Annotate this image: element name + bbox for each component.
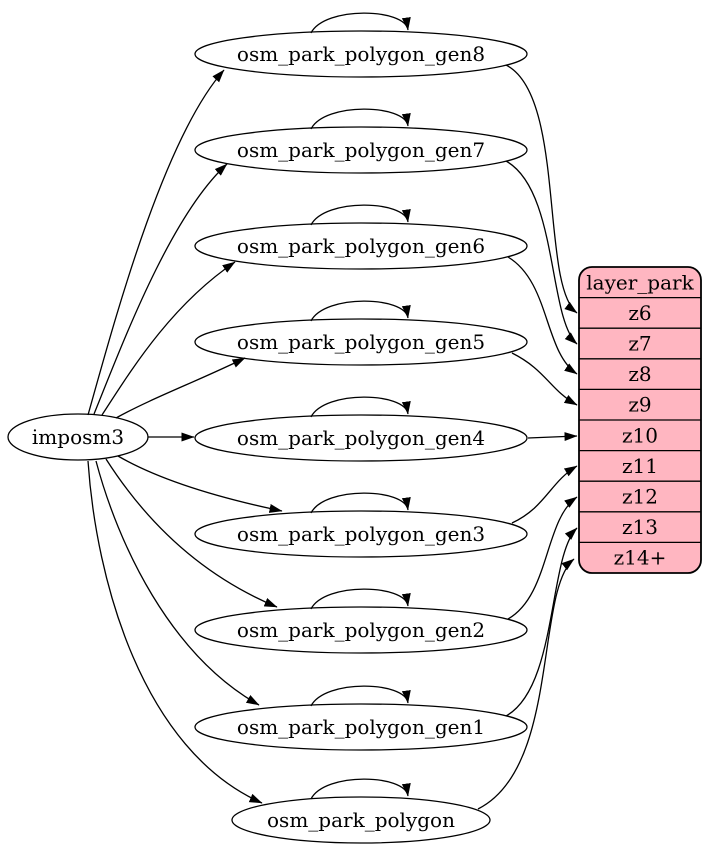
node-table-osm_park_polygon_gen8: osm_park_polygon_gen8 bbox=[194, 30, 528, 78]
edge-imposm3-to-osm_park_polygon_gen7 bbox=[93, 163, 228, 415]
edge-imposm3-to-osm_park_polygon_gen6 bbox=[101, 261, 236, 416]
layer-row-z14plus: z14+ bbox=[614, 546, 667, 570]
layer-row-z6: z6 bbox=[628, 301, 651, 325]
node-source-imposm3: imposm3 bbox=[7, 413, 149, 461]
self-loop-osm_park_polygon_gen5 bbox=[310, 300, 411, 322]
edge-imposm3-to-osm_park_polygon_gen3 bbox=[117, 455, 283, 513]
edge-osm_park_polygon_gen8-to-layer_park-z6 bbox=[505, 64, 578, 314]
layer-row-z13: z13 bbox=[622, 515, 658, 539]
edge-imposm3-to-osm_park_polygon_gen8 bbox=[87, 69, 225, 416]
node-table-osm_park_polygon_gen2: osm_park_polygon_gen2 bbox=[194, 606, 528, 654]
table-osm_park_polygon_gen4-ellipse bbox=[194, 414, 528, 462]
source-imposm3-label: imposm3 bbox=[32, 425, 124, 449]
table-osm_park_polygon_gen3-label: osm_park_polygon_gen3 bbox=[237, 522, 485, 546]
layer-park-record: layer_park z6 z7 z8 z9 z10 z11 z12 z13 z14+ bbox=[578, 266, 702, 574]
table-osm_park_polygon_gen6-label: osm_park_polygon_gen6 bbox=[237, 234, 485, 258]
table-osm_park_polygon_gen8-label: osm_park_polygon_gen8 bbox=[237, 42, 485, 66]
self-loop-osm_park_polygon_gen4 bbox=[310, 396, 411, 418]
self-loop-osm_park_polygon_gen1 bbox=[310, 685, 411, 707]
self-loop-osm_park_polygon_gen2 bbox=[310, 588, 411, 610]
node-table-osm_park_polygon_gen6: osm_park_polygon_gen6 bbox=[194, 222, 528, 270]
table-osm_park_polygon_gen3-ellipse bbox=[194, 510, 528, 558]
edge-osm_park_polygon_gen5-to-layer_park-z9 bbox=[511, 352, 578, 406]
layer-row-z9: z9 bbox=[628, 393, 651, 417]
edge-osm_park_polygon_gen2-to-layer_park-z12 bbox=[507, 496, 578, 620]
layer-row-z12: z12 bbox=[622, 485, 658, 509]
self-loop-osm_park_polygon_gen6 bbox=[310, 204, 411, 226]
table-osm_park_polygon_gen1-ellipse bbox=[194, 703, 528, 751]
node-table-osm_park_polygon_gen4: osm_park_polygon_gen4 bbox=[194, 414, 528, 462]
edge-osm_park_polygon_gen4-to-layer_park-z10 bbox=[527, 432, 578, 442]
table-osm_park_polygon-label: osm_park_polygon bbox=[267, 808, 455, 832]
table-osm_park_polygon_gen6-ellipse bbox=[194, 222, 528, 270]
table-osm_park_polygon_gen7-label: osm_park_polygon_gen7 bbox=[237, 138, 485, 162]
node-table-osm_park_polygon: osm_park_polygon bbox=[231, 796, 491, 844]
edge-osm_park_polygon-to-layer_park-z14plus bbox=[477, 558, 575, 810]
edge-imposm3-to-osm_park_polygon_gen2 bbox=[105, 458, 278, 608]
table-osm_park_polygon_gen5-label: osm_park_polygon_gen5 bbox=[237, 330, 485, 354]
table-osm_park_polygon_gen5-ellipse bbox=[194, 318, 528, 366]
edge-imposm3-to-osm_park_polygon_gen5 bbox=[115, 357, 246, 419]
node-table-osm_park_polygon_gen3: osm_park_polygon_gen3 bbox=[194, 510, 528, 558]
table-osm_park_polygon_gen2-label: osm_park_polygon_gen2 bbox=[237, 618, 485, 642]
edge-osm_park_polygon_gen7-to-layer_park-z7 bbox=[505, 160, 578, 345]
self-loop-osm_park_polygon bbox=[310, 778, 411, 800]
layer-park-title: layer_park bbox=[586, 270, 694, 294]
node-table-osm_park_polygon_gen5: osm_park_polygon_gen5 bbox=[194, 318, 528, 366]
table-osm_park_polygon_gen1-label: osm_park_polygon_gen1 bbox=[237, 715, 485, 739]
nodes-layer: imposm3 osm_park_polygon_gen8 osm_park_pol… bbox=[7, 30, 702, 844]
layer-row-z7: z7 bbox=[628, 332, 651, 356]
node-table-osm_park_polygon_gen7: osm_park_polygon_gen7 bbox=[194, 126, 528, 174]
edge-osm_park_polygon_gen1-to-layer_park-z13 bbox=[505, 527, 578, 717]
table-osm_park_polygon_gen7-ellipse bbox=[194, 126, 528, 174]
self-loop-osm_park_polygon_gen8 bbox=[310, 12, 411, 34]
edge-osm_park_polygon_gen3-to-layer_park-z11 bbox=[511, 465, 578, 524]
table-osm_park_polygon_gen8-ellipse bbox=[194, 30, 528, 78]
edge-imposm3-to-osm_park_polygon_gen1 bbox=[95, 460, 260, 706]
table-osm_park_polygon_gen2-ellipse bbox=[194, 606, 528, 654]
table-osm_park_polygon-ellipse bbox=[231, 796, 491, 844]
self-loop-osm_park_polygon_gen7 bbox=[310, 108, 411, 130]
table-osm_park_polygon_gen4-label: osm_park_polygon_gen4 bbox=[237, 426, 485, 450]
edge-imposm3-to-osm_park_polygon bbox=[87, 460, 263, 804]
layer-row-z11: z11 bbox=[622, 454, 658, 478]
layer-row-z8: z8 bbox=[628, 362, 651, 386]
self-loop-osm_park_polygon_gen3 bbox=[310, 492, 411, 514]
edges-layer bbox=[87, 12, 578, 810]
layer-row-z10: z10 bbox=[622, 423, 658, 447]
node-table-osm_park_polygon_gen1: osm_park_polygon_gen1 bbox=[194, 703, 528, 751]
edge-osm_park_polygon_gen6-to-layer_park-z8 bbox=[507, 256, 578, 375]
